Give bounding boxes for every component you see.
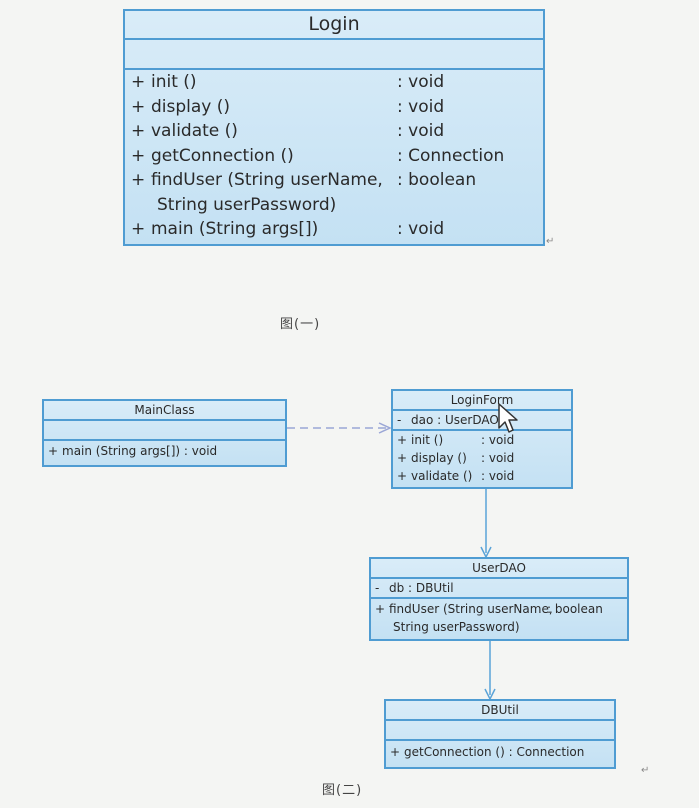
return-type: : void [481, 451, 515, 465]
visibility-marker: + [131, 145, 146, 166]
mainclass-op-main: + main (String args[]) : void [44, 442, 285, 460]
return-type: : void [481, 469, 515, 483]
return-type: : void [397, 72, 445, 92]
visibility-marker: - [397, 413, 402, 427]
login-operations-section: + init () : void + display () : void + v… [125, 70, 543, 242]
return-type: : void [397, 219, 445, 239]
visibility-marker: + [397, 451, 408, 465]
operation-signature: init () [411, 433, 444, 447]
operation-signature: display () [411, 451, 467, 465]
operation-signature: findUser (String userName, [151, 170, 383, 190]
operation-signature-continued: String userPassword) [393, 620, 520, 634]
return-type: : boolean [547, 602, 603, 616]
loginform-attributes-section: - dao : UserDAO [393, 411, 571, 431]
visibility-marker: + [397, 433, 408, 447]
userdao-attributes-section: - db : DBUtil [371, 579, 627, 599]
operation-signature: getConnection () [151, 145, 294, 166]
operation-signature: display () [151, 96, 231, 117]
loginform-op-validate: + validate () : void [393, 467, 571, 485]
visibility-marker: + [131, 96, 146, 117]
login-attributes-section [125, 40, 543, 70]
operation-signature: getConnection () : Connection [404, 745, 585, 759]
mouse-pointer-icon [498, 403, 518, 433]
operation-signature: init () [151, 72, 197, 92]
login-op-init: + init () : void [125, 70, 543, 95]
return-type: : Connection [397, 145, 505, 166]
paragraph-mark-icon: ↵ [641, 765, 650, 776]
mainclass-box[interactable]: MainClass + main (String args[]) : void [42, 399, 287, 467]
operation-signature-continued: String userPassword) [157, 194, 337, 215]
login-op-validate: + validate () : void [125, 119, 543, 144]
operation-signature: findUser (String userName, [389, 602, 553, 616]
login-op-main: + main (String args[]) : void [125, 217, 543, 242]
loginform-attr-dao: - dao : UserDAO [393, 411, 571, 429]
visibility-marker: + [390, 745, 401, 759]
login-op-finduser: + findUser (String userName, : boolean [125, 168, 543, 193]
operation-signature: main (String args[]) : void [62, 444, 218, 458]
visibility-marker: + [375, 602, 386, 616]
dependency-arrowhead [378, 422, 392, 434]
mainclass-attributes-section [44, 421, 285, 441]
loginform-box[interactable]: LoginForm - dao : UserDAO + init () : vo… [391, 389, 573, 489]
visibility-marker: + [48, 444, 59, 458]
loginform-name: LoginForm [393, 391, 571, 411]
userdao-name: UserDAO [371, 559, 627, 579]
visibility-marker: + [131, 72, 146, 92]
login-class-name: Login [125, 11, 543, 40]
figure1-caption: 图(一) [280, 317, 321, 332]
operation-signature: validate () [151, 121, 238, 141]
visibility-marker: + [397, 469, 408, 483]
attribute-signature: db : DBUtil [389, 581, 454, 595]
login-op-display: + display () : void [125, 95, 543, 120]
operation-signature: validate () [411, 469, 473, 483]
return-type: : void [481, 433, 515, 447]
dbutil-attributes-section [386, 721, 614, 741]
visibility-marker: + [131, 121, 146, 141]
attribute-signature: dao : UserDAO [411, 413, 499, 427]
dbutil-operations-section: + getConnection () : Connection [386, 743, 614, 761]
figure2-caption: 图(二) [322, 783, 363, 798]
visibility-marker: + [131, 170, 146, 190]
userdao-box[interactable]: UserDAO - db : DBUtil + findUser (String… [369, 557, 629, 641]
userdao-op-finduser: + findUser (String userName, : boolean [371, 600, 627, 618]
login-op-finduser-continued: String userPassword) [125, 193, 543, 218]
login-class-box[interactable]: Login + init () : void + display () : vo… [123, 9, 545, 246]
userdao-operations-section: + findUser (String userName, : boolean S… [371, 600, 627, 636]
userdao-op-finduser-continued: String userPassword) [371, 618, 627, 636]
login-op-getconnection: + getConnection () : Connection [125, 144, 543, 169]
association-arrowhead-userdao [480, 546, 492, 559]
paragraph-mark-icon: ↵ [546, 236, 555, 247]
userdao-attr-db: - db : DBUtil [371, 579, 627, 597]
return-type: : void [397, 121, 445, 141]
loginform-op-init: + init () : void [393, 431, 571, 449]
association-arrowhead-dbutil [484, 688, 496, 701]
mainclass-name: MainClass [44, 401, 285, 421]
mainclass-operations-section: + main (String args[]) : void [44, 442, 285, 460]
visibility-marker: + [131, 219, 146, 239]
dbutil-box[interactable]: DBUtil + getConnection () : Connection [384, 699, 616, 769]
return-type: : void [397, 96, 445, 117]
dbutil-op-getconnection: + getConnection () : Connection [386, 743, 614, 761]
return-type: : boolean [397, 170, 477, 190]
visibility-marker: - [375, 581, 380, 595]
dbutil-name: DBUtil [386, 701, 614, 721]
loginform-operations-section: + init () : void + display () : void + v… [393, 431, 571, 485]
loginform-op-display: + display () : void [393, 449, 571, 467]
operation-signature: main (String args[]) [151, 219, 319, 239]
